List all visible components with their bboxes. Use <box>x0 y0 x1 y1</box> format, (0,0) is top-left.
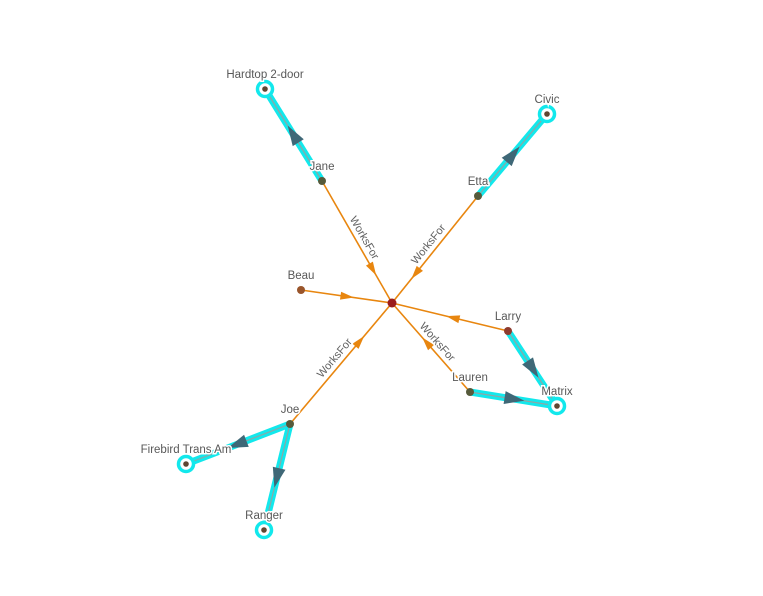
node-label-jane: Jane <box>310 161 335 173</box>
edge-arrowhead-icon <box>365 261 377 276</box>
node-label-firebird: Firebird Trans Am <box>141 444 232 456</box>
edge-etta-center[interactable] <box>391 195 479 304</box>
node-hardtop[interactable] <box>262 86 268 92</box>
edge-arrowhead-icon <box>503 391 525 404</box>
node-center[interactable] <box>387 298 397 308</box>
edge-label-joe: WorksFor <box>315 336 355 380</box>
edge-arrowhead-icon <box>411 265 423 279</box>
node-ranger[interactable] <box>261 527 267 533</box>
edges-layer <box>182 85 561 534</box>
node-label-hardtop: Hardtop 2-door <box>226 69 304 81</box>
edge-arrowhead-icon <box>227 434 249 448</box>
arrows-layer <box>227 125 539 488</box>
node-matrix[interactable] <box>554 403 560 409</box>
node-label-matrix: Matrix <box>541 386 573 398</box>
node-label-larry: Larry <box>495 311 521 323</box>
node-larry[interactable] <box>504 327 512 335</box>
edge-arrowhead-icon <box>287 125 304 147</box>
node-beau[interactable] <box>297 286 305 294</box>
node-label-joe: Joe <box>281 404 300 416</box>
node-label-civic: Civic <box>535 94 560 106</box>
edge-arrowhead-icon <box>272 466 286 488</box>
edge-jane-center[interactable] <box>321 180 393 304</box>
edge-arrowhead-icon <box>501 146 520 167</box>
edge-arrowhead-icon <box>422 337 435 351</box>
node-label-ranger: Ranger <box>245 510 283 522</box>
edge-label-etta: WorksFor <box>409 222 448 267</box>
node-label-etta: Etta <box>468 176 489 188</box>
node-label-beau: Beau <box>288 270 315 282</box>
edge-label-lauren: WorksFor <box>417 320 458 364</box>
edge-arrowhead-icon <box>339 291 354 300</box>
edge-joe-center[interactable] <box>289 302 393 425</box>
node-civic[interactable] <box>544 111 550 117</box>
edge-arrowhead-icon <box>522 357 539 378</box>
nodes-layer <box>176 79 567 540</box>
node-jane[interactable] <box>318 177 326 185</box>
node-label-lauren: Lauren <box>452 372 488 384</box>
edge-arrowhead-icon <box>446 315 461 324</box>
edge-arrowhead-icon <box>352 335 365 349</box>
node-joe[interactable] <box>286 420 294 428</box>
node-etta[interactable] <box>474 192 482 200</box>
node-lauren[interactable] <box>466 388 474 396</box>
node-firebird[interactable] <box>183 461 189 467</box>
